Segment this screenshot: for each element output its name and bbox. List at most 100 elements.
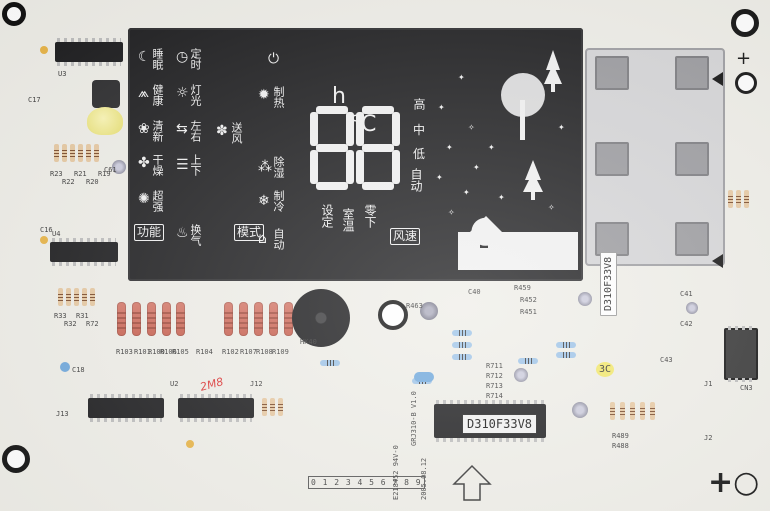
part-label: HK40 xyxy=(300,338,317,346)
ic-u4 xyxy=(50,238,118,266)
capacitor xyxy=(572,402,588,418)
resistor-horizontal xyxy=(556,352,576,358)
capacitor-yellow xyxy=(40,46,48,54)
lcd-label-super: 超强 xyxy=(151,190,164,212)
capacitor xyxy=(686,302,698,314)
resistor-small xyxy=(620,402,625,420)
resistor-horizontal xyxy=(452,330,472,336)
vent-icon: ♨ xyxy=(176,225,189,241)
svg-text:✧: ✧ xyxy=(548,203,555,212)
resistor-label: R109 xyxy=(272,348,289,356)
connector-cn3 xyxy=(724,326,758,382)
part-label: CN3 xyxy=(740,384,753,392)
resistor-small xyxy=(728,190,733,208)
unit-hours: h xyxy=(332,84,346,109)
part-label: R714 xyxy=(486,392,503,400)
resistor-small xyxy=(262,398,267,416)
part-label: C18 xyxy=(72,366,85,374)
lcd-label-healthy: 健康 xyxy=(151,84,164,106)
super-icon: ✺ xyxy=(138,191,150,207)
mounting-hole-right xyxy=(735,72,757,94)
part-label: U2 xyxy=(170,380,179,388)
resistor-small xyxy=(278,398,283,416)
buzzer xyxy=(292,289,350,347)
lcd-label-below: 零下 xyxy=(363,204,377,228)
lcd-label-dry: 干燥 xyxy=(151,154,164,176)
resistor-label: R104 xyxy=(196,348,213,356)
resistor-label: R101 xyxy=(134,348,151,356)
resistor-label: R20 xyxy=(86,178,99,186)
target-mark-icon: + xyxy=(736,48,752,69)
capacitor-yellow xyxy=(40,236,48,244)
chip-label: D310F33V8 xyxy=(462,414,538,434)
ic-u2-left xyxy=(88,394,164,422)
fan-icon: ✽ xyxy=(216,123,228,139)
contact-pad xyxy=(595,56,629,90)
svg-text:✦: ✦ xyxy=(438,103,445,112)
lcd-label-timer: 定时 xyxy=(189,48,202,70)
capacitor-blue xyxy=(60,362,70,372)
pin-numbers: 0 1 2 3 4 5 6 7 8 9 xyxy=(308,476,425,489)
resistor-label: R107 xyxy=(240,348,257,356)
health-icon: ⩕ xyxy=(138,85,150,101)
part-label: J13 xyxy=(56,410,69,418)
capacitor xyxy=(420,302,438,320)
resistor-small xyxy=(94,144,99,162)
lcd-label-lr: 左右 xyxy=(189,120,202,142)
resistor xyxy=(269,302,278,336)
lcd-label-func: 功能 xyxy=(134,224,165,242)
svg-text:✦: ✦ xyxy=(498,193,505,202)
lcd-label-mid: 中 xyxy=(413,123,426,137)
resistor xyxy=(284,302,293,336)
capacitor xyxy=(112,160,126,174)
lcd-label-set: 设定 xyxy=(320,204,334,228)
night-scene-graphic: ✦✦✦ ✧✦✦ ✦✧✦ ✦✧✦ xyxy=(436,50,578,270)
resistor xyxy=(132,302,141,336)
capacitor-yellow xyxy=(186,440,194,448)
power-icon: ⏻ xyxy=(268,51,280,67)
svg-text:✦: ✦ xyxy=(473,163,480,172)
lcd-label-fresh: 清新 xyxy=(151,120,164,142)
resistor xyxy=(117,302,126,336)
mounting-hole-top-left xyxy=(2,2,26,26)
svg-text:✦: ✦ xyxy=(488,143,495,152)
ul-mark: E218452 94V-0 xyxy=(392,445,400,500)
resistor xyxy=(254,302,263,336)
part-label: J2 xyxy=(704,434,713,442)
resistor xyxy=(162,302,171,336)
resistor-small xyxy=(62,144,67,162)
resistor-small xyxy=(270,398,275,416)
svg-text:✦: ✦ xyxy=(558,123,565,132)
resistor-label: R72 xyxy=(86,320,99,328)
resistor-small xyxy=(70,144,75,162)
mounting-hole-center xyxy=(378,300,408,330)
resistor-small xyxy=(640,402,645,420)
resistor-small xyxy=(74,288,79,306)
ground-symbol-icon: +○ xyxy=(708,465,760,500)
resistor-label: R106 xyxy=(160,348,177,356)
resistor-small xyxy=(78,144,83,162)
ir-receiver xyxy=(92,80,120,108)
part-label: R488 xyxy=(612,442,629,450)
contact-pad xyxy=(675,142,709,176)
lcd-label-high: 高 xyxy=(412,98,426,110)
contact-pad xyxy=(675,56,709,90)
lcd-label-fan: 送风 xyxy=(230,122,243,144)
resistor-horizontal xyxy=(452,342,472,348)
resistor-small xyxy=(736,190,741,208)
resistor-small xyxy=(58,288,63,306)
moon-icon: ☾ xyxy=(138,49,151,65)
seven-segment-digits xyxy=(310,106,400,190)
resistor-small xyxy=(54,144,59,162)
part-label: R713 xyxy=(486,382,503,390)
heat-icon: ✹ xyxy=(258,87,270,103)
resistor-small xyxy=(744,190,749,208)
lcd-label-auto: 自动 xyxy=(272,228,285,250)
resistor-small xyxy=(86,144,91,162)
mounting-hole-bottom-left xyxy=(2,445,30,473)
resistor xyxy=(147,302,156,336)
lcd-label-dehumid: 除湿 xyxy=(272,156,285,178)
resistor-horizontal xyxy=(556,342,576,348)
part-label: C41 xyxy=(680,290,693,298)
part-label: R463 xyxy=(406,302,423,310)
